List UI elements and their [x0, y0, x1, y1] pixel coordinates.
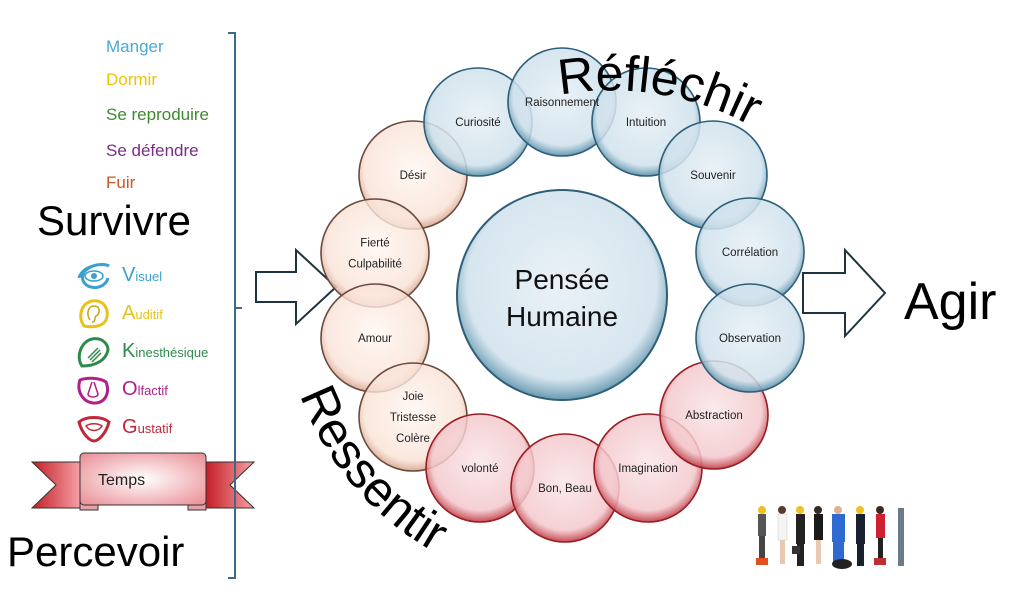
bubble-reflection-5 — [695, 283, 805, 393]
sense-kinesthesique: Kinesthésique — [76, 336, 236, 368]
sense-olfactif-label: Olfactif — [122, 378, 168, 400]
sense-gustatif: Gustatif — [76, 412, 236, 444]
ear-icon — [79, 299, 109, 329]
output-arrow — [802, 247, 887, 339]
sense-gustatif-label: Gustatif — [122, 416, 173, 438]
bubble-label: Culpabilité — [348, 259, 402, 271]
need-fuir: Fuir — [106, 173, 136, 192]
center-line1: Pensée — [515, 264, 610, 295]
bubble-label: Bon, Beau — [538, 483, 592, 495]
need-manger: Manger — [106, 37, 164, 56]
bubble-label: Observation — [719, 333, 781, 345]
bubble-label: Amour — [358, 333, 392, 345]
sense-auditif: Auditif — [76, 298, 236, 330]
bubble-label: Désir — [400, 170, 427, 182]
mouth-icon — [77, 416, 111, 443]
sense-visuel: Visuel — [76, 260, 236, 292]
need-dormir: Dormir — [106, 70, 157, 89]
bubble-label: Curiosité — [455, 117, 500, 129]
bubble-label: Imagination — [618, 463, 677, 475]
sense-visuel-label: Visuel — [122, 264, 163, 286]
center-line2: Humaine — [506, 301, 618, 332]
input-arrow — [255, 247, 338, 327]
bubble-label: Joie — [402, 391, 423, 403]
percevoir-title: Percevoir — [7, 528, 185, 575]
hand-icon — [77, 337, 110, 368]
bubble-label: Raisonnement — [525, 97, 600, 109]
bubble-label: Abstraction — [685, 410, 743, 422]
bubble-label: Tristesse — [390, 412, 436, 424]
bubble-label: Intuition — [626, 117, 666, 129]
bubble-label: Fierté — [360, 238, 389, 250]
bubble-label: Colère — [396, 433, 430, 445]
bubble-label: volonté — [461, 463, 498, 475]
ribbon-label: Temps — [98, 472, 146, 489]
agir-label: Agir — [904, 273, 997, 331]
center-bubble — [456, 189, 668, 401]
bracket — [228, 32, 242, 579]
workers-image — [756, 506, 904, 569]
need-se-reproduire: Se reproduire — [106, 105, 210, 124]
bubble-label: Corrélation — [722, 247, 778, 259]
bubble-label: Souvenir — [690, 170, 736, 182]
need-se-defendre: Se défendre — [106, 141, 199, 160]
sense-olfactif: Olfactif — [76, 374, 236, 406]
survivre-title: Survivre — [37, 197, 192, 244]
nose-icon — [77, 376, 110, 405]
sense-auditif-label: Auditif — [122, 302, 163, 324]
sense-kinesthesique-label: Kinesthésique — [122, 340, 209, 362]
eye-icon — [77, 263, 110, 290]
temps-ribbon — [30, 452, 256, 511]
